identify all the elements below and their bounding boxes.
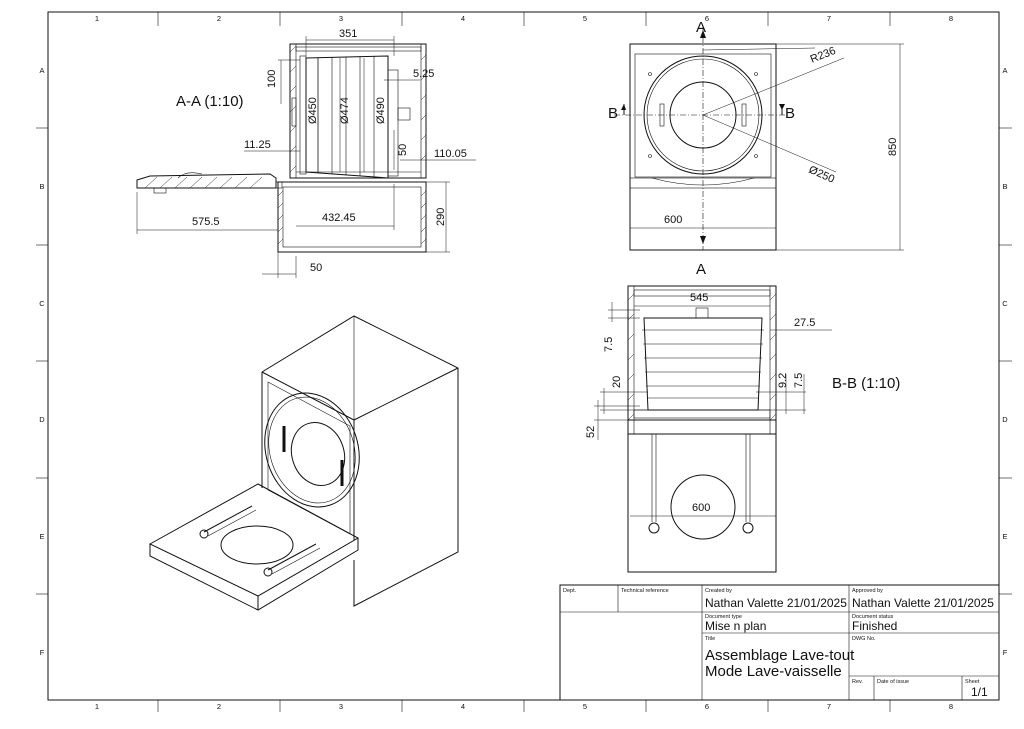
zone-row-label: D — [39, 415, 45, 424]
zone-col-label: 2 — [217, 14, 221, 23]
doc-status-value: Finished — [852, 619, 897, 633]
section-hatching — [277, 45, 427, 245]
aa-dimensions — [136, 36, 476, 278]
date-of-issue-label: Date of issue — [877, 679, 909, 685]
isometric-view — [148, 315, 459, 611]
zone-row-label: C — [39, 299, 45, 308]
title-label: Title — [705, 636, 715, 642]
dim-50-bottom: 50 — [310, 262, 322, 274]
dim-7-5-left: 7.5 — [603, 337, 615, 352]
created-by-label: Created by — [705, 588, 732, 594]
dim-351: 351 — [339, 28, 357, 40]
zone-col-label: 1 — [95, 702, 99, 711]
zone-col-label: 4 — [461, 702, 465, 711]
zone-col-label: 8 — [949, 702, 953, 711]
dim-600-tray: 600 — [692, 502, 710, 514]
iso-drum — [264, 392, 360, 508]
zone-row-label: F — [1003, 648, 1008, 657]
dim-d450: Ø450 — [307, 97, 319, 124]
dim-100: 100 — [266, 70, 278, 88]
zone-row-label: A — [1002, 66, 1007, 75]
doc-type-label: Document type — [705, 614, 742, 620]
zone-col-label: 7 — [827, 702, 831, 711]
dim-290: 290 — [435, 208, 447, 226]
dim-20: 20 — [611, 376, 623, 388]
iso-open-door — [148, 483, 360, 597]
dwg-no-label: DWG No. — [852, 636, 876, 642]
zone-row-label: B — [39, 182, 44, 191]
section-bb-view: 545 27.5 7.5 20 9.2 7.5 52 600 B-B (1:10… — [585, 285, 900, 573]
section-a-bottom-label: A — [696, 261, 706, 278]
zone-col-label: 7 — [827, 14, 831, 23]
zone-row-label: A — [39, 66, 44, 75]
dept-label: Dept. — [563, 588, 577, 594]
bb-hatching — [627, 293, 777, 421]
techref-label: Technical reference — [621, 588, 669, 594]
dim-9-2: 9.2 — [777, 373, 789, 388]
zone-row-label: B — [1002, 182, 1007, 191]
zone-row-label: E — [1002, 532, 1007, 541]
title-line-2: Mode Lave-vaisselle — [705, 663, 842, 680]
approved-by-value: Nathan Valette 21/01/2025 — [852, 596, 994, 610]
dim-27-5: 27.5 — [794, 317, 815, 329]
approved-by-label: Approved by — [852, 588, 883, 594]
zone-col-label: 8 — [949, 14, 953, 23]
dim-7-5-right: 7.5 — [793, 373, 805, 388]
dim-600-front: 600 — [664, 214, 682, 226]
dim-545: 545 — [690, 292, 708, 304]
sheet-value: 1/1 — [971, 685, 988, 699]
rev-label: Rev. — [852, 679, 863, 685]
dim-d474: Ø474 — [339, 97, 351, 124]
doc-type-value: Mise n plan — [705, 619, 766, 633]
title-line-1: Assemblage Lave-tout — [705, 647, 855, 664]
zone-col-label: 5 — [583, 702, 587, 711]
zone-labels: 1 2 3 4 5 6 7 8 1 2 3 4 5 6 7 8 A B C D … — [39, 14, 1008, 711]
section-b-right-label: B — [785, 105, 795, 122]
section-b-left-label: B — [608, 105, 618, 122]
aa-dimension-texts: 351 100 5.25 Ø450 Ø474 Ø490 11.25 50 110… — [192, 28, 467, 274]
zone-col-label: 3 — [339, 14, 343, 23]
dim-52: 52 — [585, 426, 597, 438]
zone-row-label: F — [40, 648, 45, 657]
base-cabinet — [277, 181, 427, 253]
open-door-section — [136, 173, 277, 189]
section-markers: A A B B — [608, 19, 795, 278]
zone-row-label: C — [1002, 299, 1008, 308]
dim-850: 850 — [887, 138, 899, 156]
zone-col-label: 4 — [461, 14, 465, 23]
dim-d490: Ø490 — [375, 97, 387, 124]
section-bb-title: B-B (1:10) — [832, 375, 900, 392]
tray-circle — [670, 474, 736, 540]
zone-col-label: 5 — [583, 14, 587, 23]
front-view: A A B B R236 Ø250 850 600 — [608, 19, 904, 278]
iso-cabinet-outline — [261, 315, 459, 607]
section-a-top-label: A — [696, 19, 706, 36]
dim-d250: Ø250 — [807, 164, 836, 186]
zone-col-label: 6 — [705, 702, 709, 711]
created-by-value: Nathan Valette 21/01/2025 — [705, 596, 847, 610]
zone-col-label: 6 — [705, 14, 709, 23]
zone-col-label: 2 — [217, 702, 221, 711]
zone-col-label: 1 — [95, 14, 99, 23]
dim-432-45: 432.45 — [322, 212, 356, 224]
rack-tiers — [643, 317, 763, 411]
section-aa-title: A-A (1:10) — [176, 93, 244, 110]
zone-row-label: E — [39, 532, 44, 541]
drawing-frame — [36, 11, 1012, 712]
dim-50: 50 — [397, 144, 409, 156]
title-block: Dept. Technical reference Created by App… — [559, 584, 1000, 701]
zone-col-label: 3 — [339, 702, 343, 711]
dim-5-25: 5.25 — [413, 68, 434, 80]
doc-status-label: Document status — [852, 614, 894, 620]
section-aa-view: 351 100 5.25 Ø450 Ø474 Ø490 11.25 50 110… — [136, 28, 476, 278]
zone-row-label: D — [1002, 415, 1008, 424]
dim-110-05: 110.05 — [434, 148, 467, 160]
dim-11-25: 11.25 — [244, 139, 271, 151]
sheet-label: Sheet — [965, 679, 980, 685]
dim-575-5: 575.5 — [192, 216, 220, 228]
door-hatching — [144, 176, 263, 189]
